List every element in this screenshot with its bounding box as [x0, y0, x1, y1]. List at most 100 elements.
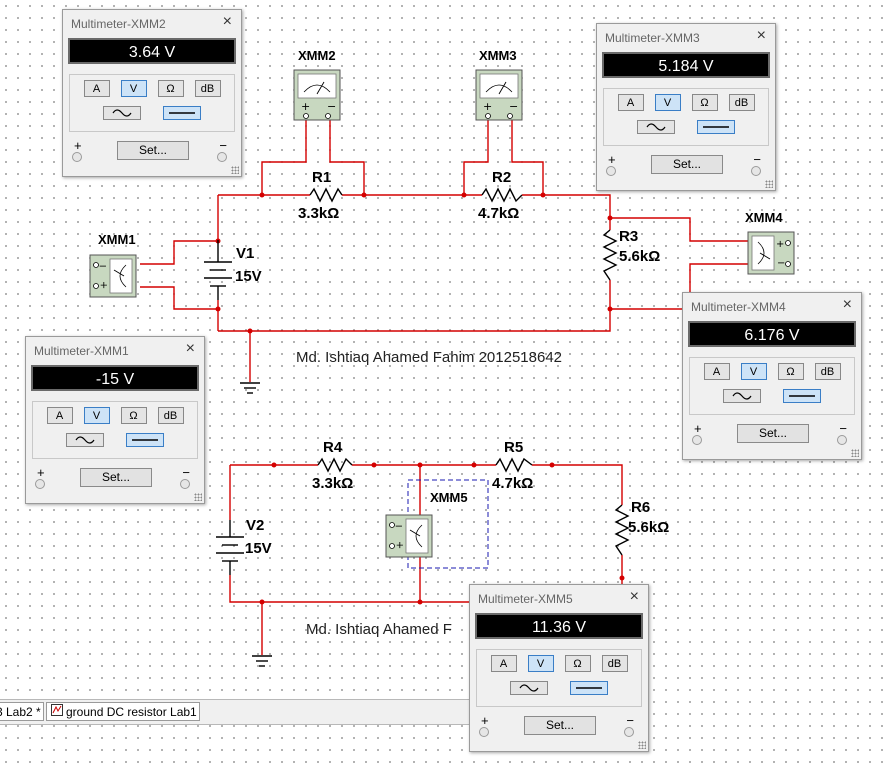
wire[interactable]	[329, 118, 365, 195]
mode-decibel-button[interactable]: dB	[728, 94, 755, 111]
settings-button[interactable]: Set...	[524, 716, 596, 735]
xmm5-instrument[interactable]	[385, 514, 433, 558]
dc-mode-button[interactable]	[783, 389, 821, 403]
settings-button[interactable]: Set...	[117, 141, 189, 160]
resize-grip-icon[interactable]	[231, 166, 239, 174]
xmm2-label: XMM2	[298, 48, 336, 63]
positive-terminal[interactable]	[606, 166, 616, 176]
close-icon[interactable]: ×	[756, 27, 766, 44]
negative-terminal-label: −	[753, 152, 761, 167]
settings-button[interactable]: Set...	[651, 155, 723, 174]
resistor-r5[interactable]	[495, 457, 533, 473]
wire[interactable]	[610, 263, 750, 310]
resize-grip-icon[interactable]	[638, 741, 646, 749]
wire[interactable]	[463, 118, 489, 195]
ac-mode-button[interactable]	[723, 389, 761, 403]
mode-volt-button[interactable]: V	[527, 655, 554, 672]
mode-ohm-button[interactable]: Ω	[157, 80, 184, 97]
mode-decibel-button[interactable]: dB	[601, 655, 628, 672]
resize-grip-icon[interactable]	[194, 493, 202, 501]
negative-terminal[interactable]	[837, 435, 847, 445]
wire[interactable]	[229, 575, 263, 655]
ground-symbol[interactable]	[240, 382, 260, 394]
resistor-r6[interactable]	[614, 504, 630, 556]
xmm2-instrument[interactable]	[293, 69, 341, 121]
v1-value: 15V	[235, 268, 262, 285]
positive-terminal[interactable]	[479, 727, 489, 737]
positive-terminal-label: +	[74, 138, 82, 153]
xmm3-instrument[interactable]	[475, 69, 523, 121]
mode-ampere-button[interactable]: A	[703, 363, 730, 380]
mode-volt-button[interactable]: V	[654, 94, 681, 111]
battery-v1[interactable]	[204, 240, 232, 300]
mode-ampere-button[interactable]: A	[490, 655, 517, 672]
wire[interactable]	[522, 194, 611, 230]
negative-terminal[interactable]	[217, 152, 227, 162]
tab-lab2[interactable]: 3 Lab2 *	[0, 702, 44, 721]
mode-volt-button[interactable]: V	[83, 407, 110, 424]
resistor-r2[interactable]	[481, 187, 523, 203]
ac-mode-button[interactable]	[66, 433, 104, 447]
window-title: Multimeter-XMM1	[34, 344, 129, 358]
resize-grip-icon[interactable]	[851, 449, 859, 457]
dc-line-icon	[576, 687, 602, 689]
mode-ohm-button[interactable]: Ω	[564, 655, 591, 672]
wire[interactable]	[140, 240, 218, 265]
mode-ohm-button[interactable]: Ω	[691, 94, 718, 111]
tab-lab2-label: 3 Lab2 *	[0, 705, 41, 719]
mode-ohm-button[interactable]: Ω	[120, 407, 147, 424]
negative-terminal[interactable]	[751, 166, 761, 176]
ground-symbol[interactable]	[252, 655, 272, 667]
wire[interactable]	[511, 118, 544, 195]
close-icon[interactable]: ×	[629, 588, 639, 605]
mode-ampere-button[interactable]: A	[46, 407, 73, 424]
ac-mode-button[interactable]	[510, 681, 548, 695]
ac-mode-button[interactable]	[637, 120, 675, 134]
close-icon[interactable]: ×	[222, 13, 232, 30]
resistor-r4[interactable]	[317, 457, 353, 473]
positive-terminal[interactable]	[35, 479, 45, 489]
wire[interactable]	[261, 118, 307, 195]
close-icon[interactable]: ×	[185, 340, 195, 357]
meter-display: 5.184 V	[602, 52, 770, 78]
r2-value: 4.7kΩ	[478, 205, 519, 222]
resistor-r3[interactable]	[602, 229, 618, 281]
xmm1-instrument[interactable]	[89, 254, 137, 298]
wire[interactable]	[140, 286, 218, 310]
positive-terminal[interactable]	[72, 152, 82, 162]
negative-terminal[interactable]	[180, 479, 190, 489]
mode-decibel-button[interactable]: dB	[157, 407, 184, 424]
mode-decibel-button[interactable]: dB	[194, 80, 221, 97]
dc-mode-button[interactable]	[570, 681, 608, 695]
resize-grip-icon[interactable]	[765, 180, 773, 188]
battery-v2[interactable]	[216, 520, 244, 575]
mode-ampere-button[interactable]: A	[617, 94, 644, 111]
settings-button[interactable]: Set...	[80, 468, 152, 487]
mode-ohm-button[interactable]: Ω	[777, 363, 804, 380]
xmm4-instrument[interactable]	[747, 231, 795, 275]
resistor-r1[interactable]	[309, 187, 343, 203]
positive-terminal[interactable]	[692, 435, 702, 445]
ac-mode-button[interactable]	[103, 106, 141, 120]
mode-ampere-button[interactable]: A	[83, 80, 110, 97]
negative-terminal[interactable]	[624, 727, 634, 737]
mode-volt-button[interactable]: V	[740, 363, 767, 380]
dc-mode-button[interactable]	[126, 433, 164, 447]
r5-name: R5	[504, 439, 523, 456]
wire[interactable]	[610, 217, 750, 242]
dc-mode-button[interactable]	[163, 106, 201, 120]
mode-volt-button[interactable]: V	[120, 80, 147, 97]
dc-mode-button[interactable]	[697, 120, 735, 134]
close-icon[interactable]: ×	[842, 296, 852, 313]
settings-button[interactable]: Set...	[737, 424, 809, 443]
wire[interactable]	[218, 280, 611, 332]
wire[interactable]	[532, 464, 623, 505]
mode-decibel-button[interactable]: dB	[814, 363, 841, 380]
tab-lab1[interactable]: ground DC resistor Lab1	[46, 702, 200, 721]
